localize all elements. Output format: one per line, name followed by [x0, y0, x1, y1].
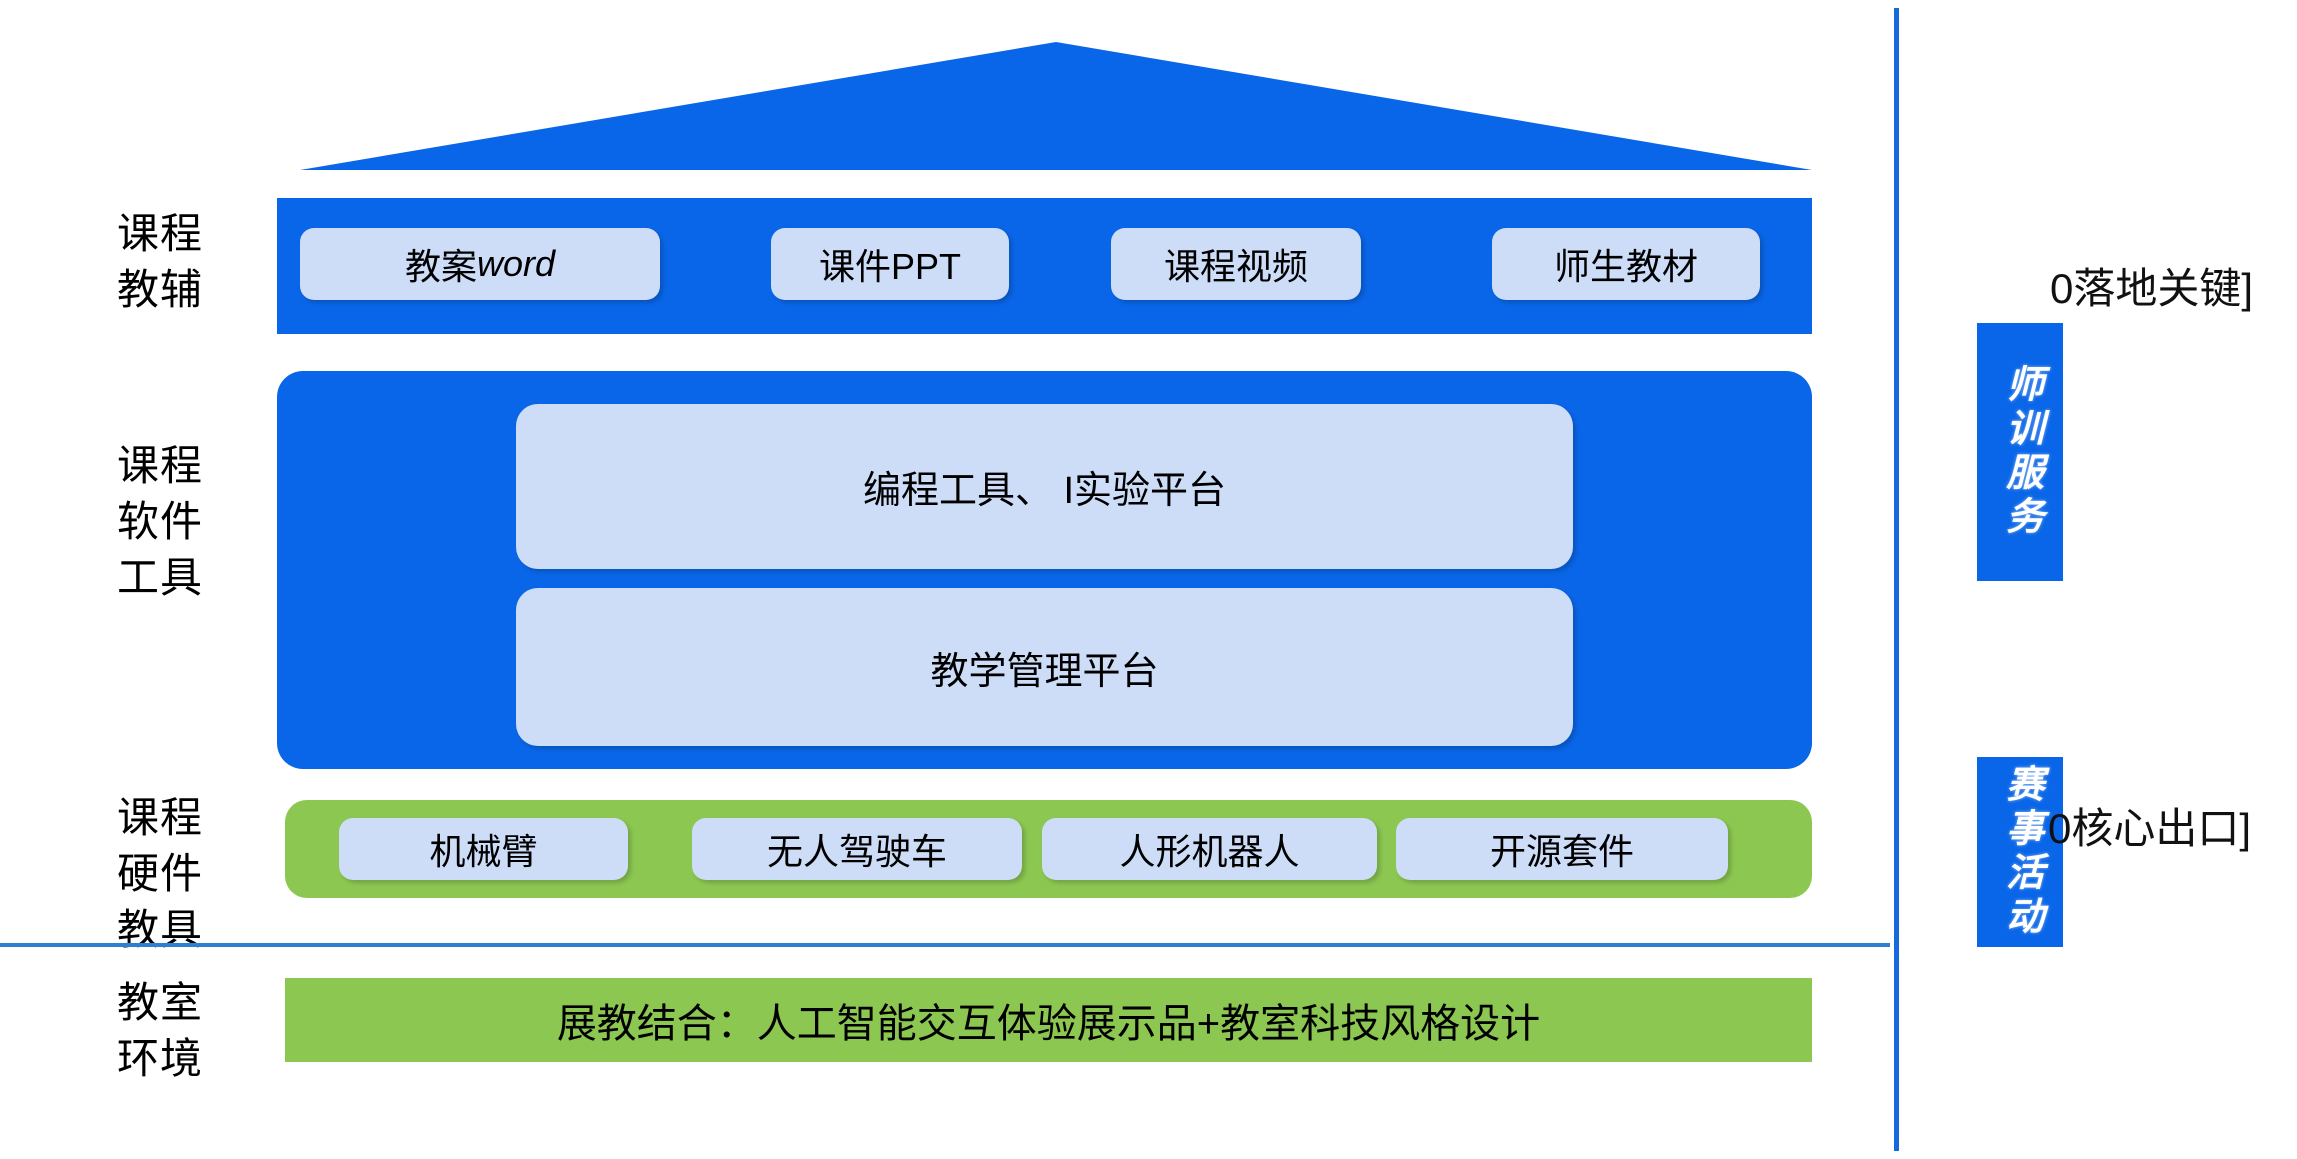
chip-course-video[interactable]: 课程视频: [1111, 228, 1361, 300]
chip-teaching-management-platform[interactable]: 教学管理平台: [516, 588, 1573, 746]
section-divider-horizontal: [0, 943, 1890, 947]
roof-triangle: [300, 42, 1812, 170]
chip-autonomous-vehicle[interactable]: 无人驾驶车: [692, 818, 1022, 880]
chip-label: 教学管理平台: [930, 650, 1159, 693]
row-label-classroom: 教室 环境: [116, 979, 203, 1082]
chip-label: 无人驾驶车: [766, 831, 947, 872]
chip-label: 课件PPT: [818, 246, 961, 287]
chip-programming-tools-lab-platform[interactable]: 编程工具、 I实验平台: [516, 404, 1573, 569]
chip-label: 机械臂: [429, 831, 538, 872]
row-label-courseware: 课程 教辅: [116, 210, 203, 313]
sidebar-note-text: 0落地关键]: [2050, 265, 2254, 312]
chip-robotic-arm[interactable]: 机械臂: [339, 818, 628, 880]
sidebar-tab-label: 赛事活动: [1999, 764, 2042, 940]
chip-label: 课程视频: [1163, 246, 1308, 287]
sidebar-note-text: 0核心出口]: [2048, 805, 2252, 852]
chip-label: 人形机器人: [1119, 831, 1300, 872]
classroom-label-text: 展教结合：人工智能交互体验展示品+教室科技风格设计: [556, 1002, 1541, 1046]
sidebar-tab-competition-events[interactable]: 赛事活动: [1977, 757, 2063, 947]
sidebar-note-competition-events: 0核心出口]: [2048, 795, 2251, 856]
chip-teacher-student-textbook[interactable]: 师生教材: [1492, 228, 1760, 300]
classroom-band-label: 展教结合：人工智能交互体验展示品+教室科技风格设计: [285, 978, 1812, 1062]
chip-label: 开源套件: [1489, 831, 1634, 872]
chip-courseware-ppt[interactable]: 课件PPT: [771, 228, 1009, 300]
sidebar-divider-vertical: [1894, 8, 1899, 1151]
sidebar-tab-teacher-training[interactable]: 师训服务: [1977, 323, 2063, 581]
row-label-hardware: 课程 硬件 教具: [116, 794, 203, 953]
chip-open-source-kit[interactable]: 开源套件: [1396, 818, 1728, 880]
chip-label: 编程工具、 I实验平台: [862, 470, 1227, 512]
row-label-software: 课程 软件 工具: [116, 442, 203, 601]
chip-label-prefix: 教案: [404, 246, 477, 287]
sidebar-note-teacher-training: 0落地关键]: [2050, 255, 2253, 316]
chip-label: 师生教材: [1553, 246, 1698, 287]
sidebar-tab-label: 师训服务: [1999, 364, 2042, 540]
chip-label-italic: word: [476, 243, 556, 284]
classroom-band: [285, 978, 1812, 1062]
chip-humanoid-robot[interactable]: 人形机器人: [1042, 818, 1377, 880]
